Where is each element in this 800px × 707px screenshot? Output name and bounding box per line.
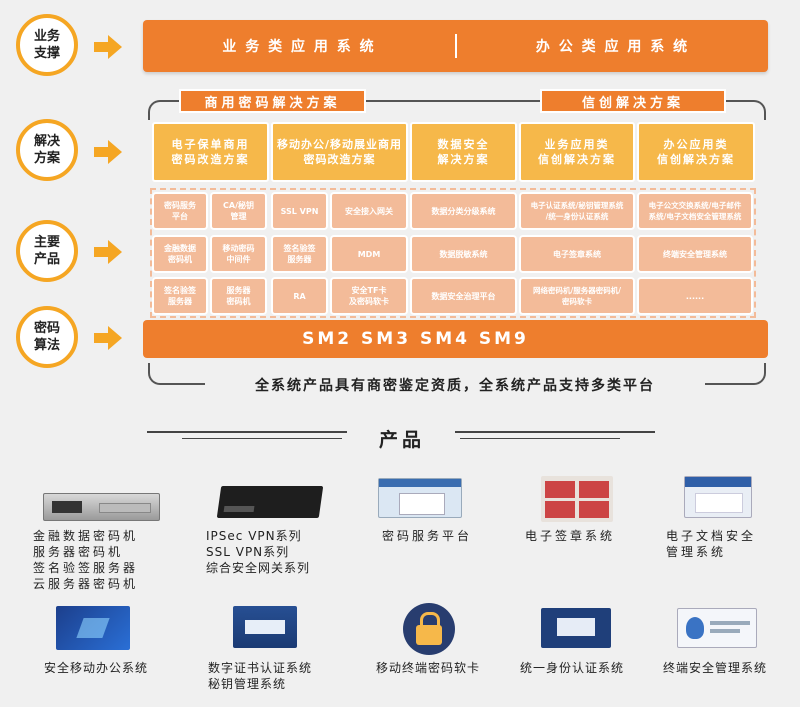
tag-xinchuang: 信创解决方案: [540, 89, 726, 113]
product-label: 金融数据密码机 服务器密码机 签名验签服务器 云服务器密码机: [33, 529, 139, 591]
product-cell: CA/秘钥 管理: [210, 192, 267, 230]
sso-screenshot: [541, 608, 611, 648]
product-cell: SSL VPN: [271, 192, 328, 230]
crypto-server-image: [43, 493, 160, 521]
product-cell: 安全TF卡 及密码软卡: [330, 277, 408, 315]
product-label: 移动终端密码软卡: [376, 661, 481, 675]
product-label: 电子签章系统: [525, 529, 616, 543]
product-cell: 密码服务 平台: [152, 192, 208, 230]
solutions-bracket: [148, 100, 766, 120]
product-cell: 电子认证系统/秘钥管理系统 /统一身份认证系统: [519, 192, 635, 230]
row-label-algorithm: 密码 算法: [16, 306, 78, 368]
solution-box: 业务应用类 信创解决方案: [519, 122, 635, 182]
product-label: IPSec VPN系列 SSL VPN系列 综合安全网关系列: [206, 529, 311, 575]
product-label: 密码服务平台: [382, 529, 473, 543]
product-cell: 电子公文交换系统/电子邮件 系统/电子文档安全管理系统: [637, 192, 753, 230]
row-label-solution: 解决 方案: [16, 119, 78, 181]
product-label: 电子文档安全 管理系统: [666, 529, 757, 559]
row-label-business: 业务 支撑: [16, 14, 78, 76]
row-label-products: 主要 产品: [16, 220, 78, 282]
product-cell: 安全接入网关: [330, 192, 408, 230]
lock-icon: [403, 603, 455, 655]
vpn-gateway-image: [216, 486, 324, 518]
solution-box: 电子保单商用 密码改造方案: [152, 122, 269, 182]
product-cell: 金融数据 密码机: [152, 235, 208, 273]
product-cell: 服务器 密码机: [210, 277, 267, 315]
product-cell: 网络密码机/服务器密码机/ 密码软卡: [519, 277, 635, 315]
algorithm-bar: SM2 SM3 SM4 SM9: [143, 320, 768, 358]
divider-line: [182, 438, 342, 439]
cert-system-screenshot: [233, 606, 297, 648]
product-cell: 数据分类分级系统: [410, 192, 517, 230]
product-cell: MDM: [330, 235, 408, 273]
divider-line: [147, 431, 347, 433]
solution-box: 移动办公/移动展业商用 密码改造方案: [271, 122, 408, 182]
solution-box: 办公应用类 信创解决方案: [637, 122, 755, 182]
product-cell: RA: [271, 277, 328, 315]
product-cell: ......: [637, 277, 753, 315]
e-seal-screenshot: [541, 476, 613, 522]
solution-box: 数据安全 解决方案: [410, 122, 517, 182]
business-divider: [455, 34, 457, 58]
tag-commercial-crypto: 商用密码解决方案: [179, 89, 366, 113]
mobile-office-image: [56, 606, 130, 650]
products-grid: [150, 188, 756, 318]
product-label: 统一身份认证系统: [520, 661, 625, 675]
qualification-text: 全系统产品具有商密鉴定资质，全系统产品支持多类平台: [205, 375, 705, 395]
product-cell: 终端安全管理系统: [637, 235, 753, 273]
product-cell: 移动密码 中间件: [210, 235, 267, 273]
divider-line: [455, 431, 655, 433]
terminal-security-screenshot: [677, 608, 757, 648]
doc-security-screenshot: [684, 476, 752, 518]
products-title: 产品: [378, 429, 425, 451]
business-right: 办 公 类 应 用 系 统: [535, 39, 690, 55]
product-label: 安全移动办公系统: [44, 661, 149, 675]
product-cell: 电子签章系统: [519, 235, 635, 273]
product-cell: 签名验签 服务器: [152, 277, 208, 315]
crypto-platform-screenshot: [378, 478, 462, 518]
business-bar: 业 务 类 应 用 系 统 办 公 类 应 用 系 统: [143, 20, 768, 72]
product-cell: 签名验签 服务器: [271, 235, 328, 273]
product-label: 终端安全管理系统: [663, 661, 768, 675]
product-label: 数字证书认证系统 秘钥管理系统: [208, 661, 313, 691]
business-left: 业 务 类 应 用 系 统: [222, 39, 376, 55]
product-cell: 数据安全治理平台: [410, 277, 517, 315]
product-cell: 数据脱敏系统: [410, 235, 517, 273]
divider-line: [460, 438, 620, 439]
